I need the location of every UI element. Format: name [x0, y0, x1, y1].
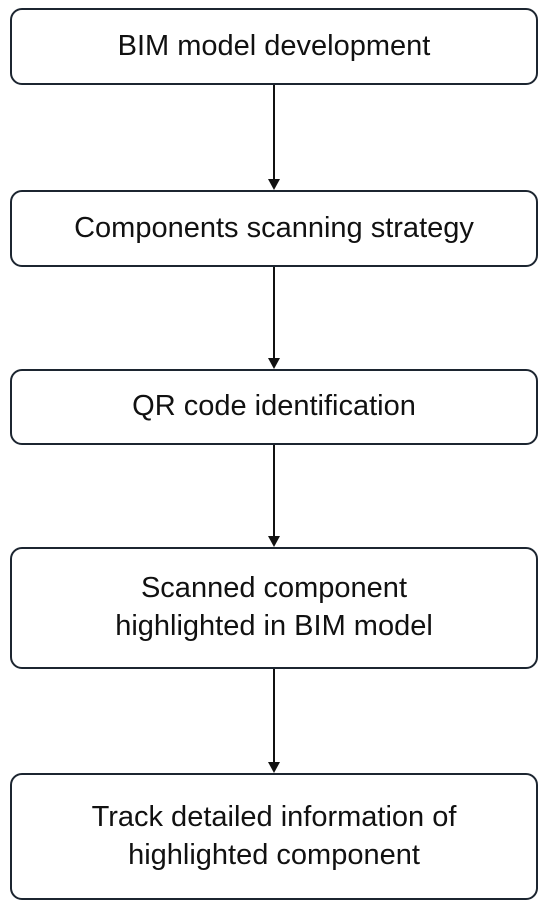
arrow-down-icon [268, 669, 280, 773]
flow-arrow [267, 669, 281, 773]
arrow-down-icon [268, 267, 280, 369]
step-label: Components scanning strategy [74, 211, 474, 244]
step-box-model-development: BIM model development [10, 8, 538, 85]
step-label: QR code identification [132, 390, 416, 423]
arrow-down-icon [268, 445, 280, 547]
flow-arrow [267, 445, 281, 547]
step-box-scanning-strategy: Components scanning strategy [10, 190, 538, 267]
step-box-qr-identification: QR code identification [10, 369, 538, 445]
arrowhead [268, 536, 280, 547]
arrow-down-icon [268, 85, 280, 190]
arrowhead [268, 179, 280, 190]
flow-arrow [267, 85, 281, 190]
step-label: BIM model development [117, 29, 431, 62]
arrowhead [268, 358, 280, 369]
arrowhead [268, 762, 280, 773]
flow-arrow [267, 267, 281, 369]
